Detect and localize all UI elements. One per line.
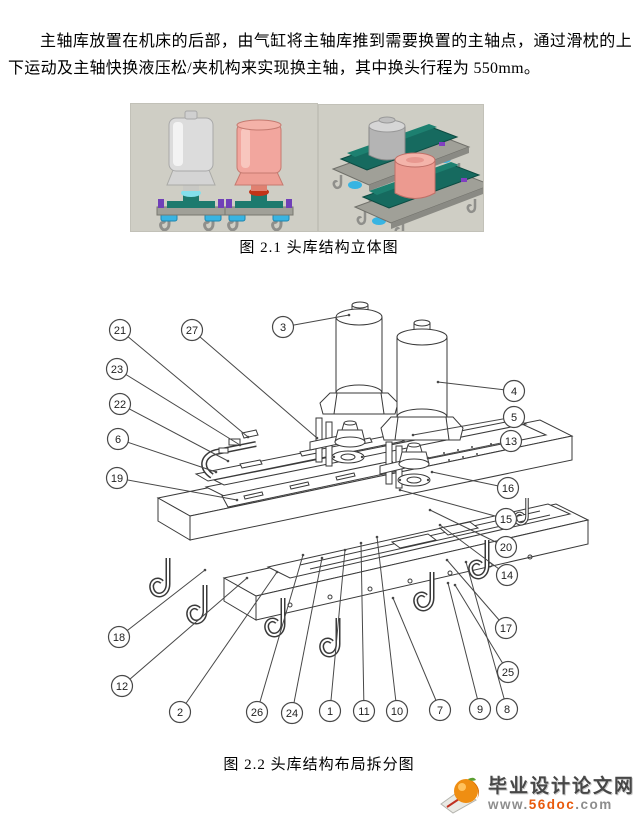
svg-text:13: 13 <box>505 436 517 448</box>
svg-text:25: 25 <box>502 667 514 679</box>
watermark-site-name: 毕业设计论文网 <box>487 775 635 797</box>
svg-text:8: 8 <box>504 704 510 716</box>
flange-ring-right <box>397 473 431 487</box>
spindle-unit-gray <box>156 110 226 232</box>
svg-text:22: 22 <box>114 399 126 411</box>
svg-text:18: 18 <box>113 632 125 644</box>
callout-4: 4 <box>436 379 526 403</box>
svg-text:2: 2 <box>177 707 183 719</box>
callout-23: 23 <box>105 357 242 447</box>
callout-9: 9 <box>446 581 492 721</box>
watermark-url-prefix: www. <box>487 796 529 812</box>
callout-15: 15 <box>398 488 518 531</box>
figure1-caption: 图 2.1 头库结构立体图 <box>239 240 399 256</box>
svg-text:12: 12 <box>116 681 128 693</box>
rail-assembly-front <box>353 152 493 237</box>
cone-seat-right <box>398 442 430 470</box>
watermark-text: 毕业设计论文网 www.56doc.com <box>487 775 635 812</box>
cone-seat-left <box>334 420 366 448</box>
svg-text:5: 5 <box>511 412 517 424</box>
callout-18: 18 <box>107 568 207 649</box>
figure1-photo-iso-view <box>318 104 493 237</box>
svg-text:23: 23 <box>111 364 123 376</box>
watermark: 毕业设计论文网 www.56doc.com <box>438 774 635 814</box>
svg-text:4: 4 <box>511 386 517 398</box>
svg-text:7: 7 <box>437 705 443 717</box>
callout-22: 22 <box>108 392 230 463</box>
figure1-photo-front-view <box>130 103 318 232</box>
callout-2: 2 <box>168 570 279 724</box>
svg-text:16: 16 <box>502 483 514 495</box>
callout-3: 3 <box>271 313 351 339</box>
cylinder-left <box>319 301 399 415</box>
callout-13: 13 <box>426 429 523 460</box>
figure2-caption: 图 2.2 头库结构布局拆分图 <box>223 757 415 773</box>
callout-1: 1 <box>318 548 347 723</box>
callout-25: 25 <box>453 583 520 684</box>
svg-text:20: 20 <box>500 542 512 554</box>
svg-text:6: 6 <box>115 434 121 446</box>
callout-12: 12 <box>110 576 249 698</box>
body-paragraph: 主轴库放置在机床的后部，由气缸将主轴库推到需要换置的主轴点，通过滑枕的上下运动及… <box>8 33 632 77</box>
spindle-units-front-render <box>131 104 317 232</box>
callout-20: 20 <box>428 508 518 559</box>
callout-14: 14 <box>438 523 519 587</box>
watermark-logo-icon <box>440 777 480 814</box>
svg-text:14: 14 <box>501 570 513 582</box>
svg-text:15: 15 <box>500 514 512 526</box>
svg-text:24: 24 <box>286 708 298 720</box>
bent-tube <box>201 441 257 479</box>
flange-ring-left <box>331 450 365 464</box>
svg-text:9: 9 <box>477 704 483 716</box>
callout-7: 7 <box>391 596 452 722</box>
callout-5: 5 <box>411 405 526 437</box>
callout-11: 11 <box>352 541 376 723</box>
rail-assemblies-iso-render <box>319 105 493 237</box>
svg-text:26: 26 <box>251 707 263 719</box>
exploded-diagram: 2127323226191812226241111079845131615201… <box>105 301 590 725</box>
watermark-url-domain: 56doc <box>528 796 576 812</box>
svg-text:27: 27 <box>186 325 198 337</box>
callout-17: 17 <box>445 558 518 640</box>
callout-16: 16 <box>430 470 520 500</box>
callout-21: 21 <box>108 318 250 439</box>
watermark-url: www.56doc.com <box>488 797 613 812</box>
svg-text:17: 17 <box>500 623 512 635</box>
watermark-url-suffix: .com <box>575 796 613 812</box>
svg-text:3: 3 <box>280 322 286 334</box>
callout-26: 26 <box>245 553 305 724</box>
callout-8: 8 <box>464 560 519 721</box>
spindle-unit-pink <box>224 119 294 232</box>
svg-text:10: 10 <box>391 706 403 718</box>
callout-10: 10 <box>375 535 409 723</box>
callout-19: 19 <box>105 466 239 502</box>
cylinder-right <box>380 319 464 441</box>
svg-text:21: 21 <box>114 325 126 337</box>
svg-text:1: 1 <box>327 706 333 718</box>
callout-24: 24 <box>280 556 324 725</box>
svg-text:19: 19 <box>111 473 123 485</box>
svg-text:11: 11 <box>358 706 369 718</box>
callout-27: 27 <box>180 318 319 440</box>
callout-6: 6 <box>106 427 218 474</box>
